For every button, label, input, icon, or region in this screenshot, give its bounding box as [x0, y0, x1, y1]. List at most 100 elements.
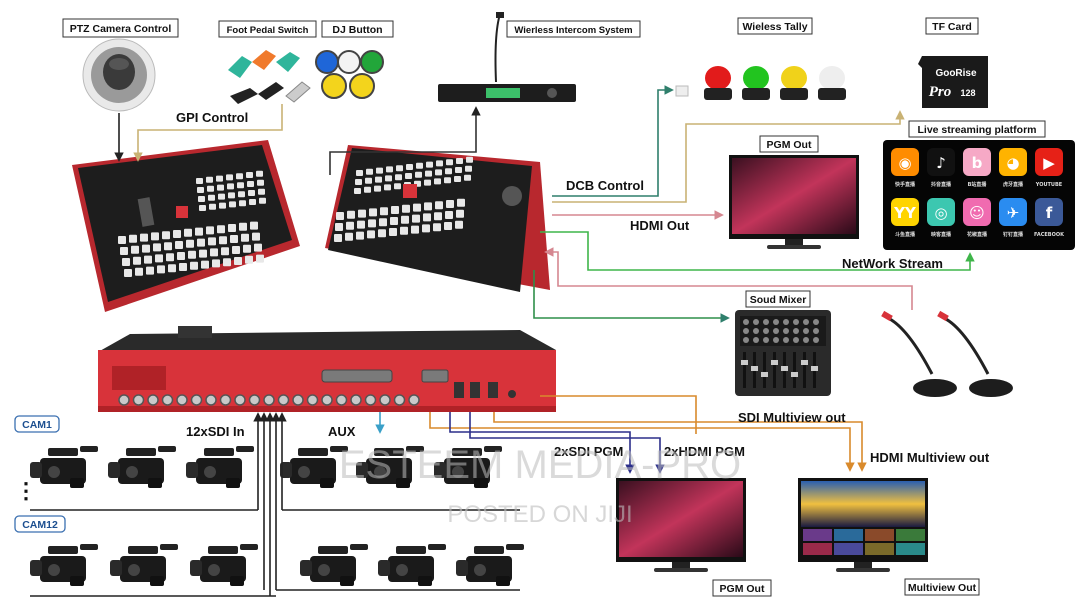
- gpi-line: [133, 104, 283, 162]
- sound-mixer: [735, 310, 831, 396]
- live-label-box: Live streaming platform: [908, 120, 1046, 138]
- intercom-line: [329, 106, 481, 175]
- tally-label-box: Wieless Tally: [737, 17, 813, 35]
- cam-ellipsis: ⋮: [15, 478, 37, 503]
- sdi-multiview-line: [429, 412, 855, 472]
- controller-right: [325, 145, 550, 292]
- sdi-pgm-line: [449, 412, 635, 474]
- intercom-label-box: Wierless Intercom System: [506, 20, 641, 38]
- tally-lights: [675, 66, 846, 100]
- platform-4: ▶ YOUTUBE: [1035, 148, 1063, 188]
- platform-icon: ◎: [934, 204, 947, 222]
- sdi-multiview-flow-label: SDI Multiview out: [738, 410, 846, 425]
- watermark-sub: POSTED ON JIJI: [447, 501, 632, 528]
- dcb-line: [552, 85, 674, 197]
- intercom-device: [438, 12, 576, 102]
- tally-light-white: [818, 66, 846, 100]
- pgm-bottom-label-box: PGM Out: [712, 579, 772, 597]
- tally-light-green: [742, 66, 770, 100]
- live-label: Live streaming platform: [917, 124, 1036, 136]
- cam12-label: CAM12: [22, 519, 58, 531]
- platform-name: FACEBOOK: [1034, 232, 1065, 238]
- tf-label-box: TF Card: [925, 17, 979, 35]
- ptz-label-box: PTZ Camera Control: [62, 18, 179, 38]
- mixer-label-box: Soud Mixer: [745, 290, 811, 308]
- sdi-pgm-flow-label: 2xSDI PGM: [554, 444, 623, 459]
- intercom-label: Wierless Intercom System: [514, 25, 632, 36]
- platform-name: 映客直播: [931, 231, 952, 238]
- platform-icon: YY: [893, 204, 917, 222]
- platform-icon: ✈: [1007, 204, 1020, 222]
- network-flow-label: NetWork Stream: [842, 256, 943, 271]
- monitor-pgm-top: [729, 155, 859, 249]
- platform-name: B站直播: [968, 181, 988, 188]
- pgm-top-label-box: PGM Out: [759, 135, 819, 153]
- platform-1: ♪ 抖音直播: [927, 148, 955, 188]
- aux-flow-label: AUX: [328, 424, 356, 439]
- network-line: [540, 231, 975, 271]
- cam1-label-box: CAM1: [14, 415, 60, 433]
- platform-icon: ▶: [1043, 154, 1055, 172]
- platform-icon: ♪: [936, 154, 946, 172]
- tf-card: GooRise Pro 128: [918, 56, 988, 108]
- platform-name: 斗鱼直播: [895, 231, 916, 238]
- tf-card-brand: GooRise: [935, 68, 977, 79]
- cam1-label: CAM1: [22, 419, 52, 431]
- platform-6: ◎ 映客直播: [927, 198, 955, 238]
- microphones: [881, 310, 1013, 397]
- watermark-main: ESTEEM MEDIA-PRO: [339, 443, 741, 487]
- platform-name: 虎牙直播: [1003, 181, 1024, 188]
- tally-light-red: [704, 66, 732, 100]
- ptz-label: PTZ Camera Control: [70, 23, 172, 35]
- hdmi-out-flow-label: HDMI Out: [630, 218, 690, 233]
- platform-7: ☺ 花椒直播: [963, 198, 991, 238]
- ptz-joystick: [82, 38, 156, 112]
- platform-icon: f: [1046, 204, 1053, 222]
- platform-name: 抖音直播: [931, 181, 952, 188]
- tf-card-line: Pro: [929, 84, 952, 100]
- mic-line: [544, 247, 913, 310]
- platform-name: 钉钉直播: [1003, 231, 1024, 238]
- monitor-multiview: [798, 478, 928, 572]
- platform-0: ◉ 快手直播: [891, 148, 919, 188]
- platform-3: ◕ 虎牙直播: [999, 148, 1027, 188]
- platform-5: YY 斗鱼直播: [891, 198, 919, 238]
- sdi-in-flow-label: 12xSDI In: [186, 424, 245, 439]
- controller-left: [72, 140, 300, 312]
- platform-name: 花椒直播: [967, 231, 988, 238]
- hdmi-pgm-flow-label: 2xHDMI PGM: [664, 444, 745, 459]
- platform-icon: ◉: [898, 154, 911, 172]
- multiview-label-box: Multiview Out: [904, 578, 980, 596]
- tally-light-yellow: [780, 66, 808, 100]
- platform-icon: ☺: [969, 204, 985, 222]
- multiview-label: Multiview Out: [908, 582, 977, 594]
- dj-label-box: DJ Button: [321, 20, 394, 38]
- platform-name: 快手直播: [894, 181, 916, 188]
- cam12-label-box: CAM12: [14, 515, 66, 533]
- tally-label: Wieless Tally: [742, 21, 807, 33]
- platform-icon: b: [972, 154, 983, 172]
- pgm-bottom-label: PGM Out: [720, 583, 765, 595]
- tf-label: TF Card: [932, 21, 972, 33]
- pgm-top-label: PGM Out: [767, 139, 812, 151]
- pedal-label-box: Foot Pedal Switch: [218, 20, 317, 38]
- hdmi-multiview-flow-label: HDMI Multiview out: [870, 450, 990, 465]
- dj-label: DJ Button: [332, 24, 382, 36]
- platform-icon: ◕: [1006, 154, 1019, 172]
- mixer-label: Soud Mixer: [750, 294, 807, 306]
- tf-line: [552, 110, 905, 203]
- foot-pedals: [228, 50, 311, 104]
- platform-name: YOUTUBE: [1035, 182, 1063, 188]
- main-switcher: [98, 326, 556, 412]
- monitor-pgm-bottom: [616, 478, 746, 572]
- platform-8: ✈ 钉钉直播: [999, 198, 1027, 238]
- dj-buttons: [315, 50, 384, 99]
- hdmi-pgm-line: [469, 412, 665, 474]
- tf-card-size: 128: [960, 88, 975, 98]
- gpi-flow-label: GPI Control: [176, 110, 248, 125]
